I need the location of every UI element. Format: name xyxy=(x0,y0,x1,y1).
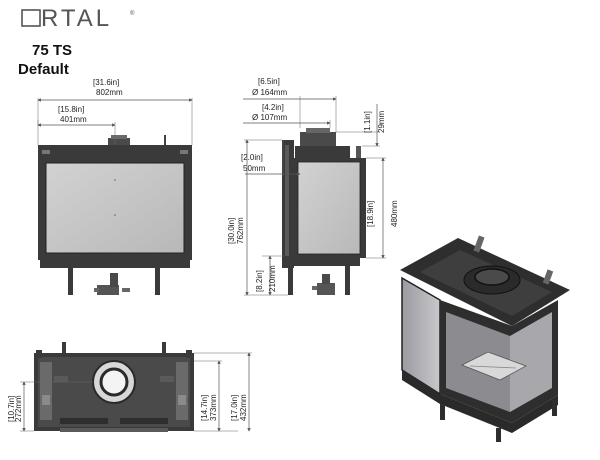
side-flue-collar xyxy=(300,132,336,146)
isometric-view xyxy=(400,235,570,442)
dim-top-offset-inch: [2.0in] xyxy=(241,153,263,162)
dim-glass-height-inch: [18.9in] xyxy=(366,201,375,227)
side-glass xyxy=(297,161,361,255)
dim-overall-depth-mm: 432mm xyxy=(239,394,248,421)
dim-flue-offset-mm: 272mm xyxy=(14,395,23,422)
iso-flue-inner xyxy=(474,268,510,286)
top-view: [10.7in] 272mm [14.7in] 373mm [17.0in] 4… xyxy=(7,342,252,432)
side-gas-valve xyxy=(312,274,335,295)
dim-glass-width-inch: [15.8in] xyxy=(58,105,84,114)
front-flue-collar xyxy=(108,138,130,145)
dim-overall-width-mm: 802mm xyxy=(96,88,123,97)
dim-flue-inner-inch: [4.2in] xyxy=(262,103,284,112)
front-gas-valve xyxy=(94,273,130,295)
dim-flue-outer-inch: [6.5in] xyxy=(258,77,280,86)
dim-flue-offset-inch: [10.7in] xyxy=(7,396,16,422)
dim-top-offset-mm: 50mm xyxy=(243,164,266,173)
brand-name: RTAL xyxy=(41,5,112,32)
side-view: [6.5in] Ø 164mm [4.2in] Ø 107mm [1.1in] … xyxy=(227,77,399,296)
iso-burner xyxy=(461,351,527,381)
front-glass xyxy=(45,162,185,254)
dim-collar-height-mm: 29mm xyxy=(377,110,386,133)
dim-flue-inner-mm: Ø 107mm xyxy=(252,113,287,122)
dim-inner-depth-inch: [14.7in] xyxy=(200,395,209,421)
dim-overall-height-inch: [30.0in] xyxy=(227,218,236,244)
side-leg-back xyxy=(288,266,293,295)
front-leg-right xyxy=(155,268,160,295)
dim-overall-depth-inch: [17.0in] xyxy=(230,395,239,421)
variant-title: Default xyxy=(18,61,69,78)
top-bracket-left xyxy=(40,362,52,420)
front-leg-left xyxy=(68,268,73,295)
iso-leg-back-right xyxy=(552,400,557,416)
front-view: [31.6in] 802mm [15.8in] 401mm xyxy=(37,78,193,295)
side-leg-front xyxy=(345,266,350,295)
dim-leg-height-inch: [8.2in] xyxy=(255,270,264,292)
dim-collar-height-inch: [1.1in] xyxy=(363,111,372,133)
dim-overall-width-inch: [31.6in] xyxy=(93,78,119,87)
brand-logo: RTAL ® xyxy=(21,5,135,32)
model-title: 75 TS xyxy=(32,42,72,59)
top-flue-inner xyxy=(99,367,129,397)
logo-o-mark xyxy=(21,9,41,27)
registered-mark: ® xyxy=(130,10,135,17)
dim-glass-width-mm: 401mm xyxy=(60,115,87,124)
dim-inner-depth-mm: 373mm xyxy=(209,394,218,421)
side-base xyxy=(284,256,360,266)
dim-flue-outer-mm: Ø 164mm xyxy=(252,88,287,97)
iso-leg-front-right xyxy=(496,428,501,442)
front-base xyxy=(40,258,190,268)
dim-leg-height-mm: 210mm xyxy=(268,265,277,292)
dim-glass-height-mm: 480mm xyxy=(390,200,399,227)
iso-leg-front-left xyxy=(440,404,445,420)
dim-overall-height-mm: 762mm xyxy=(236,217,245,244)
top-bracket-right xyxy=(176,362,188,420)
